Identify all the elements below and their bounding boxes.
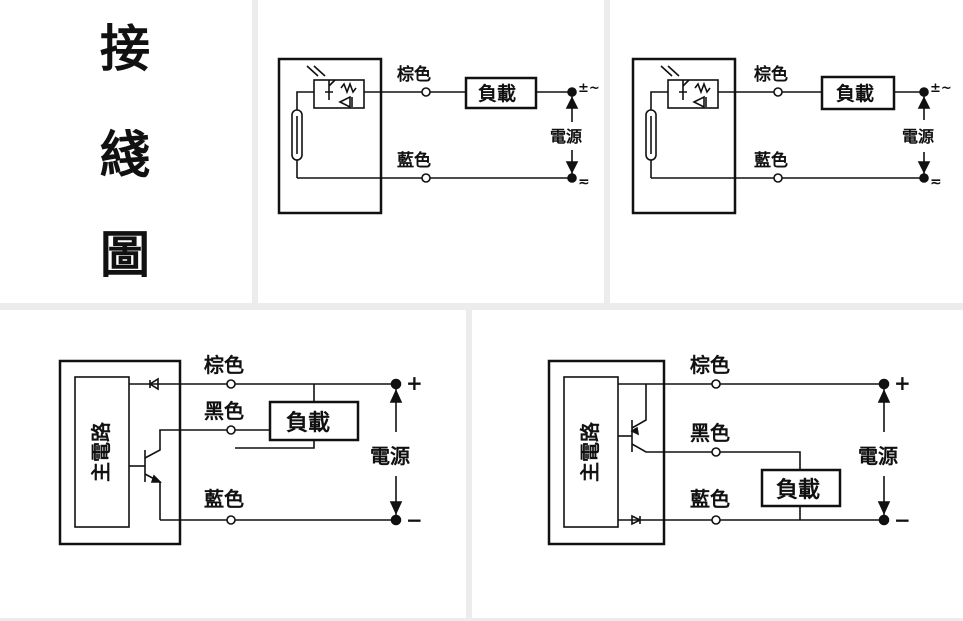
label-main-circuit-3: 主電路	[89, 421, 113, 482]
load-box-1	[464, 76, 538, 110]
label-brown-1: 棕色	[397, 64, 431, 85]
load-box-2	[820, 75, 896, 111]
resistor-1	[340, 81, 357, 95]
label-main-circuit-4: 主電路	[578, 421, 602, 482]
label-plus-4: +	[894, 371, 911, 395]
label-load-4: 負載	[776, 477, 820, 503]
black-wire-3	[144, 429, 228, 459]
diagram-2	[631, 57, 931, 215]
title-char-3: 圖	[100, 225, 150, 284]
label-blue-2: 藍色	[754, 150, 788, 171]
transistor-1	[325, 79, 336, 100]
diagram-panel-2	[610, 0, 963, 303]
sensor-body-1	[277, 57, 383, 215]
label-black-4: 黑色	[690, 421, 730, 445]
title-char-2: 綫	[100, 125, 150, 184]
title-char-1: 接	[100, 19, 150, 78]
label-power-1: 電源	[550, 127, 582, 146]
diagram-panel-1	[258, 0, 604, 303]
title-panel	[0, 0, 252, 303]
diagram-1	[277, 57, 579, 215]
label-load-1: 負載	[478, 82, 516, 105]
label-power-4: 電源	[858, 444, 898, 468]
label-load-2: 負載	[836, 82, 874, 105]
label-load-3: 負載	[286, 410, 330, 436]
diagram-3	[58, 359, 403, 546]
label-blue-1: 藍色	[397, 150, 431, 171]
diode-1	[338, 95, 353, 109]
label-plus-ac-1: ±~	[578, 81, 600, 96]
sensor-body-3	[58, 359, 182, 546]
label-black-3: 黑色	[204, 399, 244, 423]
diagram-4	[547, 359, 891, 546]
label-ac-1: ≂	[578, 174, 590, 190]
load-box-4	[760, 468, 842, 508]
label-blue-3: 藍色	[204, 487, 244, 511]
label-plus-ac-2: ±~	[930, 81, 952, 96]
terminal-blue-1	[421, 173, 431, 183]
main-circuit-box-4	[563, 376, 619, 528]
label-minus-3: −	[406, 508, 423, 532]
label-blue-4: 藍色	[690, 487, 730, 511]
black-wire-4	[631, 443, 712, 453]
label-power-3: 電源	[370, 444, 410, 468]
light-arrows-1	[306, 65, 326, 77]
label-power-2: 電源	[902, 127, 934, 146]
label-plus-3: +	[406, 371, 423, 395]
label-brown-2: 棕色	[754, 64, 788, 85]
terminal-brown-1	[421, 87, 431, 97]
label-brown-4: 棕色	[690, 353, 730, 377]
sensor-body-2	[631, 57, 737, 215]
label-minus-4: −	[894, 508, 911, 532]
main-circuit-box-3	[74, 376, 130, 528]
label-ac-2: ≂	[930, 174, 942, 190]
sensor-circuit-1	[313, 79, 365, 109]
label-brown-3: 棕色	[204, 353, 244, 377]
